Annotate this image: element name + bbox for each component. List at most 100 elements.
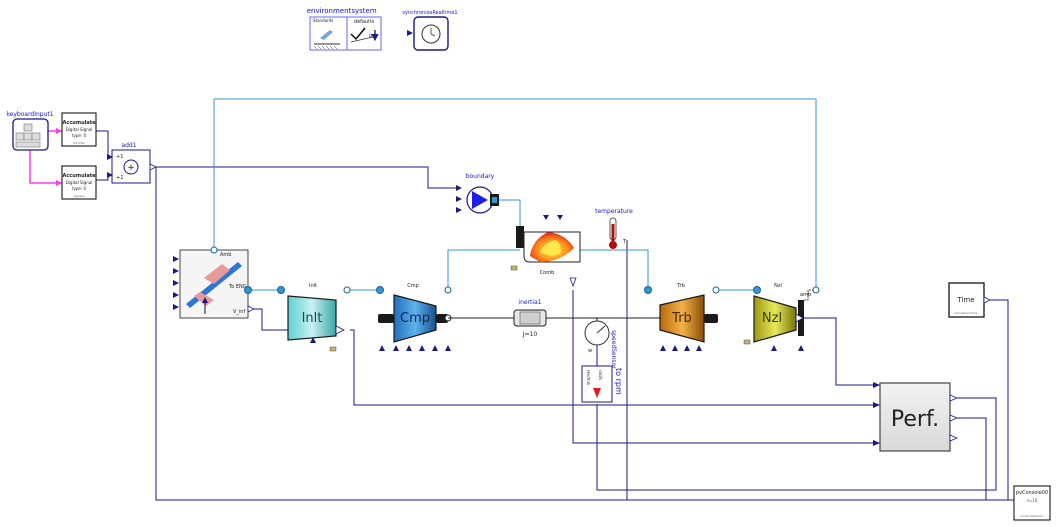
accumulate-bottom-title: Accumulate bbox=[63, 173, 97, 179]
key-down-icon bbox=[23, 132, 33, 141]
wire-boundary-to-comb bbox=[494, 199, 521, 228]
add-input-1 bbox=[107, 154, 113, 160]
turbine-inputs bbox=[660, 345, 702, 351]
nozzle-in-port bbox=[753, 286, 761, 294]
flight-eng-port bbox=[244, 286, 252, 294]
turbine-text: Trb bbox=[671, 311, 692, 326]
accumulate-top-title: Accumulate bbox=[63, 120, 97, 126]
boundary-block[interactable]: boundary bbox=[456, 173, 499, 214]
speed-sensor-block[interactable]: speedSensor w bbox=[584, 318, 617, 369]
nozzle-amb-label: amb bbox=[800, 292, 811, 298]
environment-sub: Standards bbox=[313, 18, 333, 23]
synchronize-realtime-block[interactable]: synchronizeRealtime1 bbox=[402, 10, 458, 51]
compressor-text: Cmp bbox=[400, 311, 430, 326]
airplane-icon bbox=[320, 30, 333, 40]
inertia-disk-icon bbox=[519, 311, 541, 325]
turbine-in-port bbox=[644, 286, 652, 294]
temperature-unit: T bbox=[622, 239, 627, 245]
system-sub: defaults bbox=[354, 19, 375, 25]
console-label: pvConsole00 bbox=[1016, 490, 1048, 496]
console-sub2: plotAndRefresh bbox=[1021, 514, 1044, 518]
wire-nzl-to-perf bbox=[803, 317, 880, 386]
inlet-heat-port bbox=[329, 346, 337, 352]
time-label: Time bbox=[956, 296, 974, 304]
perf-block[interactable]: Perf. bbox=[873, 382, 959, 452]
accumulate-top-footer: throttle bbox=[73, 141, 84, 145]
flight-vinf-label: V_inf bbox=[233, 309, 245, 315]
nozzle-label: Nzl bbox=[774, 283, 782, 289]
inlet-shape bbox=[287, 295, 337, 341]
turbine-block[interactable]: Trb Trb bbox=[644, 283, 720, 351]
wire-amb-to-nozzle bbox=[213, 98, 817, 290]
accumulate-bypass-block[interactable]: Accumulate Digital Signal type: 0 bypass bbox=[56, 165, 97, 200]
nozzle-block[interactable]: Nzl Nzl amb bbox=[743, 283, 820, 351]
perf-label: Perf. bbox=[891, 407, 939, 432]
turbine-out-port bbox=[712, 286, 720, 294]
nozzle-amb-port bbox=[812, 286, 820, 294]
system-block[interactable]: system defaults g bbox=[346, 7, 382, 51]
environment-label: environment bbox=[307, 7, 352, 15]
console-frame bbox=[1013, 485, 1051, 521]
accumulate-bottom-input bbox=[56, 180, 62, 186]
signal-wires bbox=[96, 130, 1014, 501]
key-up-icon bbox=[23, 123, 33, 132]
inertia-block[interactable]: inertia1 J=10 bbox=[513, 299, 547, 338]
to-rpm-block[interactable]: to rpm rad/s rev/min bbox=[581, 365, 623, 403]
compressor-out-port bbox=[444, 286, 452, 294]
inlet-block[interactable]: Inlt Inlt bbox=[277, 283, 351, 352]
inlet-in-port bbox=[277, 286, 285, 294]
wire-accum-top-to-add bbox=[96, 130, 112, 158]
time-sub: simulationTime bbox=[955, 311, 978, 315]
wire-add-to-console bbox=[155, 167, 1014, 501]
to-rpm-unit1: rad/s bbox=[598, 370, 603, 380]
keyboard-input-block[interactable]: keyboardInput1 bbox=[6, 111, 54, 151]
wire-kb-bypass bbox=[29, 150, 62, 184]
wire-comb-to-trb bbox=[578, 249, 649, 290]
speed-sensor-label: speedSensor bbox=[610, 330, 617, 369]
sync-input-port bbox=[407, 30, 413, 36]
key-right-icon bbox=[31, 132, 41, 141]
temperature-label: temperature bbox=[595, 208, 633, 215]
console-sub1: n=10 bbox=[1027, 498, 1038, 503]
time-block[interactable]: Time simulationTime bbox=[948, 282, 991, 318]
nozzle-output-signal bbox=[795, 313, 804, 323]
wire-cmp-to-comb bbox=[447, 249, 520, 290]
compressor-inputs bbox=[379, 345, 451, 351]
system-label: system bbox=[351, 7, 376, 15]
boundary-label: boundary bbox=[466, 173, 495, 180]
flight-amb-label: Amb bbox=[220, 252, 231, 258]
compressor-block[interactable]: Cmp Cmp bbox=[376, 283, 452, 351]
perf-frame bbox=[879, 382, 951, 452]
compressor-shaft-in bbox=[378, 314, 394, 323]
time-frame bbox=[948, 282, 985, 318]
pump-triangle-icon bbox=[472, 191, 488, 209]
combustor-heat-port bbox=[510, 265, 518, 271]
environment-block[interactable]: environment Standards bbox=[307, 7, 352, 51]
compressor-in-port bbox=[376, 286, 384, 294]
wire-vinf-to-inlt bbox=[248, 308, 292, 331]
inlet-text: Inlt bbox=[302, 311, 323, 326]
flight-vinf-port bbox=[247, 305, 255, 313]
accumulate-throttle-block[interactable]: Accumulate Digital Signal type: 0 thrott… bbox=[56, 112, 97, 147]
add-block[interactable]: add1 +1 +1 + bbox=[107, 142, 157, 184]
checkmark-icon bbox=[350, 27, 366, 41]
synchronize-label: synchronizeRealtime1 bbox=[402, 10, 457, 16]
inlet-output-signal bbox=[335, 325, 345, 335]
speed-w: w bbox=[588, 348, 592, 354]
accumulate-frame-top bbox=[61, 112, 97, 147]
compressor-shape bbox=[393, 294, 437, 343]
add-label: add1 bbox=[121, 142, 136, 149]
nozzle-text: Nzl bbox=[762, 311, 782, 326]
key-space-icon bbox=[15, 141, 41, 148]
sum-circle-icon bbox=[123, 159, 139, 175]
temperature-sensor[interactable]: temperature T bbox=[595, 208, 633, 249]
boundary-inputs bbox=[456, 185, 462, 213]
combustor-block[interactable]: Comb bbox=[510, 215, 581, 288]
inlet-out-port bbox=[343, 286, 351, 294]
console-block[interactable]: pvConsole00 n=10 plotAndRefresh bbox=[1013, 485, 1051, 521]
boundary-port bbox=[492, 197, 497, 203]
flight-conditions-block[interactable]: Amb To ENG V_inf bbox=[173, 246, 255, 319]
fluid-wires bbox=[213, 98, 817, 291]
nozzle-shape bbox=[753, 295, 797, 343]
accumulate-top-line3: type: 0 bbox=[72, 133, 87, 138]
